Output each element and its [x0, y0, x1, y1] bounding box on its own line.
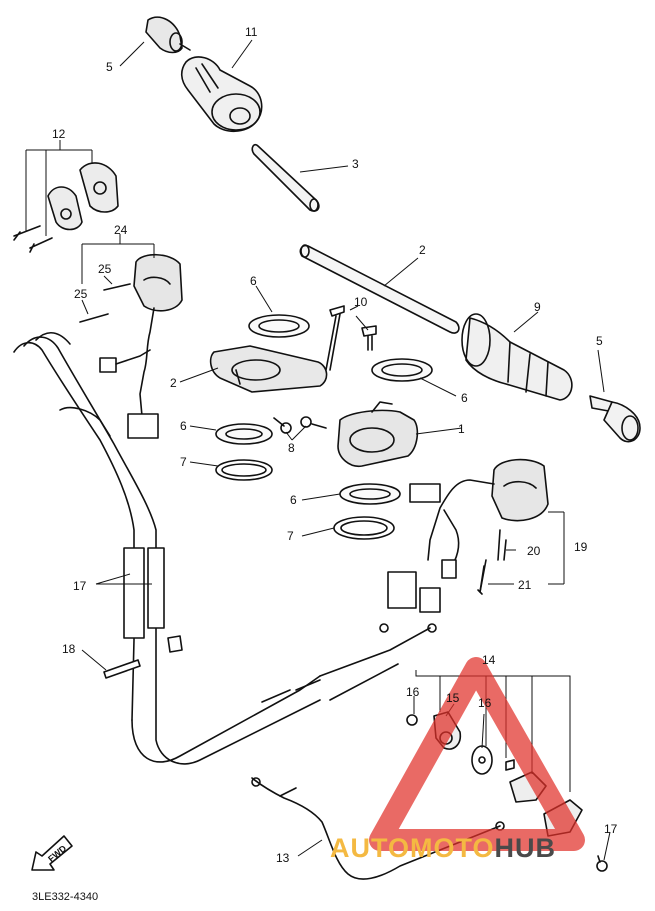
part-6-seal-mid: [339, 483, 401, 505]
part-label-4: 3: [352, 157, 359, 171]
part-6-seal-upper: [248, 314, 310, 338]
part-label-25-b: 25: [74, 287, 88, 301]
part-8-screws: [273, 416, 327, 434]
part-4-inner-tube: [251, 143, 320, 212]
part-5-right-bar-end: [589, 395, 641, 443]
part-label-21: 19: [574, 540, 588, 554]
part-label-19: 17: [73, 579, 87, 593]
part-2-throttle-housing: [209, 345, 328, 393]
part-5-top-bar-end: [145, 16, 191, 54]
part-9-screws: [325, 305, 377, 371]
part-label-12: 12: [52, 127, 66, 141]
part-6-seal-right: [371, 358, 433, 382]
part-label-8: 8: [288, 441, 295, 455]
part-6-seal-left: [215, 423, 273, 445]
part-label-15: 15: [446, 691, 460, 705]
watermark-primary: AUTOMOTO: [330, 833, 495, 863]
part-label-13: 13: [276, 851, 290, 865]
part-label-22: 20: [527, 544, 541, 558]
part-label-7-mid: 7: [287, 529, 294, 543]
part-label-23: 21: [518, 578, 532, 592]
part-label-7-left: 7: [180, 455, 187, 469]
part-label-6-upper: 6: [250, 274, 257, 288]
part-label-2: 2: [170, 376, 177, 390]
part-11-throttle-grip: [180, 56, 263, 133]
watermark-triangle: [369, 657, 585, 851]
part-13-clutch-cable: [251, 777, 505, 880]
part-7-ring-mid: [333, 516, 395, 540]
fwd-arrow-shape: FWD: [31, 835, 73, 871]
part-18-bolt: [596, 855, 608, 872]
watermark-secondary: HUB: [494, 833, 557, 863]
part-label-18: 17: [604, 822, 618, 836]
part-label-6-left: 6: [180, 419, 187, 433]
part-7-ring-left: [215, 459, 273, 481]
part-label-1: 1: [458, 422, 465, 436]
part-22-23-screws: [477, 539, 507, 595]
part-24-left-switch: [79, 253, 183, 439]
part-3-handlebar: [299, 244, 460, 334]
part-20-cable-tie: [103, 635, 183, 679]
diagram-reference-code: 3LE332-4340: [32, 891, 99, 903]
part-17-bolt: [406, 714, 418, 726]
part-label-24: 24: [114, 223, 128, 237]
part-label-14: 14: [482, 653, 496, 667]
part-label-3: 2: [419, 243, 426, 257]
part-label-25-a: 25: [98, 262, 112, 276]
part-1-throttle-housing-upper: [337, 401, 419, 468]
part-label-17: 16: [406, 685, 420, 699]
part-label-5-top: 5: [106, 60, 113, 74]
part-label-5-right: 5: [596, 334, 603, 348]
part-12-switch-housing: [13, 162, 119, 253]
part-label-16: 16: [478, 696, 492, 710]
forward-arrow-icon: FWD: [28, 830, 78, 879]
part-10-handlebar-grip: [461, 313, 573, 401]
part-label-9: 10: [354, 295, 368, 309]
part-label-6-right: 6: [461, 391, 468, 405]
part-label-10: 9: [534, 300, 541, 314]
watermark-text: AUTOMOTOHUB: [330, 833, 556, 864]
part-19-throttle-cables: [13, 332, 437, 765]
part-label-11: 11: [245, 25, 258, 39]
part-label-20: 18: [62, 642, 76, 656]
part-label-6-mid: 6: [290, 493, 297, 507]
